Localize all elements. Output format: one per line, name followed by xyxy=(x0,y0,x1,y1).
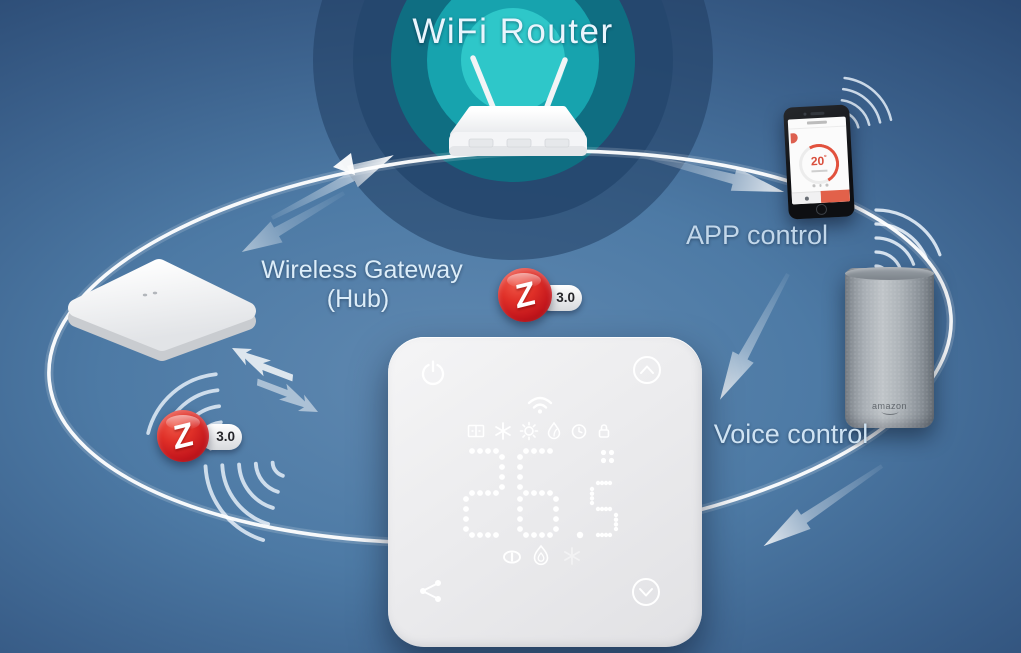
zigbee-logo-icon: Z xyxy=(157,410,209,462)
app-navbar xyxy=(787,116,847,130)
app-button-secondary xyxy=(791,190,822,205)
setpoint-dots-icon xyxy=(600,449,615,464)
phone-app-screen: 20° xyxy=(787,116,851,205)
router-vent xyxy=(506,138,532,148)
eco-icon xyxy=(547,421,561,440)
amazon-smile-icon xyxy=(881,408,898,415)
app-temperature-value: 20° xyxy=(810,153,828,169)
gateway-led-icon xyxy=(152,291,158,295)
frost-icon xyxy=(495,422,511,440)
zigbee-badge-left: 3.0 Z xyxy=(157,410,253,468)
gateway-led-icon xyxy=(142,293,148,297)
power-icon[interactable] xyxy=(419,359,447,387)
share-icon[interactable] xyxy=(418,578,444,604)
zigbee-logo-icon: Z xyxy=(498,268,552,322)
phone-speaker-icon xyxy=(810,111,825,116)
zigbee-badge-center: 3.0 Z xyxy=(498,268,594,326)
wifi-router xyxy=(449,55,587,156)
manual-mode-icon xyxy=(503,550,521,564)
chevron-down-icon[interactable] xyxy=(631,577,661,607)
arrow-voice-to-thermostat-icon xyxy=(756,456,889,557)
phone-home-button xyxy=(815,203,828,215)
app-dots xyxy=(812,183,829,187)
window-icon xyxy=(467,424,485,438)
lock-icon xyxy=(598,424,610,438)
heating-flame-icon xyxy=(533,544,549,566)
thermostat xyxy=(388,337,702,647)
app-control-label: APP control xyxy=(685,220,829,250)
chevron-up-icon[interactable] xyxy=(632,355,662,385)
sun-icon xyxy=(519,421,539,441)
amazon-logo: amazon xyxy=(871,401,908,411)
wifi-icon xyxy=(527,396,553,414)
wifi-router-label: WiFi Router xyxy=(412,12,614,51)
router-vent xyxy=(468,138,494,148)
app-button-primary xyxy=(820,189,851,203)
router-antenna-right xyxy=(542,57,568,115)
gateway-label-line1: Wireless Gateway xyxy=(261,256,463,284)
clock-icon xyxy=(571,424,587,439)
cooling-snowflake-icon xyxy=(564,547,580,565)
app-accent-mark xyxy=(790,133,798,144)
temperature-display xyxy=(463,448,619,539)
arrow-phone-to-thermostat-icon xyxy=(709,268,799,406)
smartphone: 20° xyxy=(783,104,855,220)
phone-camera-icon xyxy=(803,112,807,116)
router-vent xyxy=(544,138,570,148)
router-antenna-left xyxy=(470,55,498,115)
voice-speaker: amazon xyxy=(845,267,934,428)
voice-control-label: Voice control xyxy=(713,419,869,449)
wireless-gateway-hub xyxy=(68,259,256,361)
gateway-label-line2: (Hub) xyxy=(326,285,390,313)
